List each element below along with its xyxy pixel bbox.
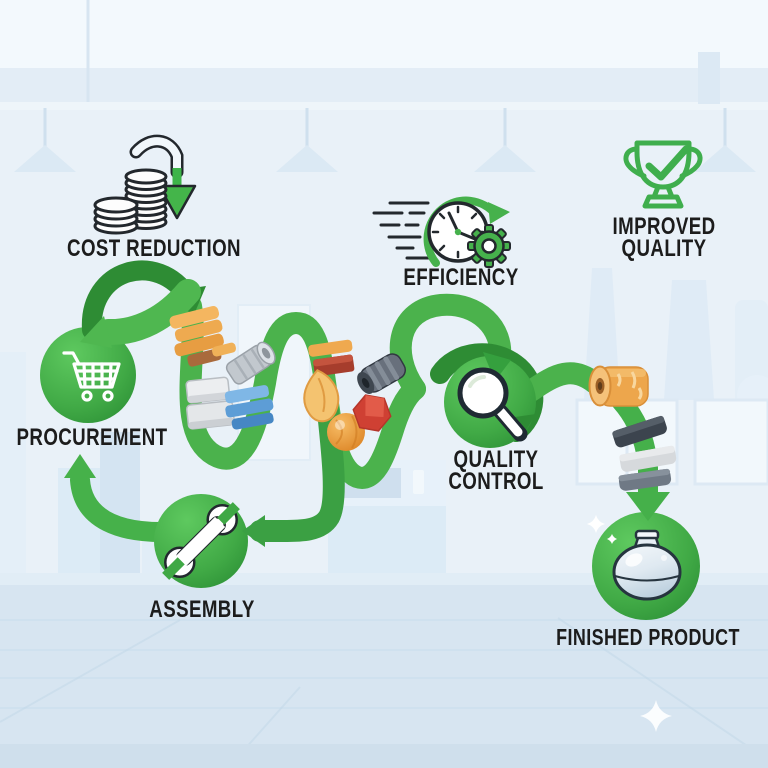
trophy-check-icon — [623, 140, 703, 209]
gear-icon — [467, 224, 511, 268]
wrench-icon — [162, 502, 240, 580]
pendant-lamp-icon — [694, 108, 756, 172]
quality-control-line2: CONTROL — [448, 468, 544, 495]
blue-slab-stack-icon — [224, 385, 274, 430]
procurement-label: PROCUREMENT — [16, 424, 168, 451]
glass-jar-icon — [612, 529, 682, 601]
speeding-clock-gear-icon — [372, 196, 511, 268]
lumber-stack-icon — [169, 306, 237, 367]
ribbed-tube-icon — [357, 353, 407, 394]
wood-log-icon — [588, 365, 649, 407]
assembly-label: ASSEMBLY — [149, 596, 255, 623]
cost-reduction-label: COST REDUCTION — [67, 235, 241, 262]
metal-can-icon — [225, 341, 276, 385]
pendant-lamp-icon — [14, 108, 76, 172]
sparkle-icon — [587, 515, 672, 732]
pendant-lamp-icon — [474, 108, 536, 172]
shopping-cart-icon — [62, 351, 121, 402]
component-slabs-icon — [612, 415, 677, 491]
magnifying-glass-icon — [457, 367, 528, 442]
orange-sphere-icon — [327, 413, 365, 451]
improved-quality-line1: IMPROVED — [612, 213, 716, 240]
quality-control-line1: QUALITY — [453, 446, 539, 473]
brick-slab-icon — [308, 339, 355, 377]
finished-product-label: FINISHED PRODUCT — [556, 624, 740, 650]
chimney-silhouette — [664, 280, 714, 400]
red-gem-icon — [352, 394, 392, 432]
coins-down-arrow-icon — [93, 134, 197, 235]
improved-quality-label: IMPROVED QUALITY — [612, 213, 716, 262]
pendant-lamp-icon — [276, 108, 338, 172]
quality-control-label: QUALITY CONTROL — [448, 446, 544, 495]
efficiency-label: EFFICIENCY — [403, 264, 519, 291]
leaf-material-icon — [303, 369, 340, 423]
white-box-stack-icon — [185, 376, 235, 430]
improved-quality-line2: QUALITY — [621, 235, 707, 262]
coin-stack — [93, 196, 139, 235]
coin-stack — [124, 168, 168, 230]
